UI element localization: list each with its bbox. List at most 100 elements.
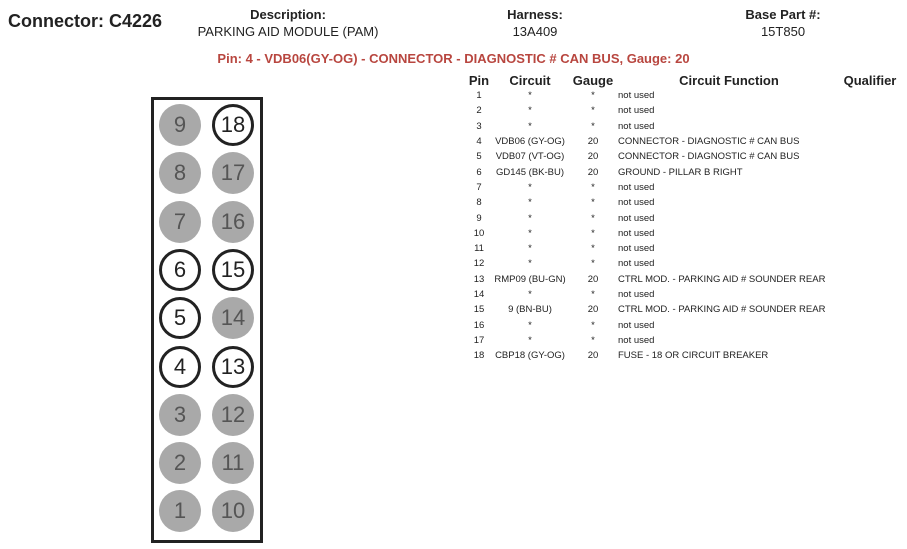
function-cell: FUSE - 18 OR CIRCUIT BREAKER [618, 350, 769, 362]
description-value: PARKING AID MODULE (PAM) [197, 24, 379, 39]
qualifier-cell [840, 149, 900, 164]
table-row: 2 * * not used [466, 103, 900, 118]
gauge-cell: * [591, 105, 595, 117]
function-cell: not used [618, 243, 655, 255]
circuit-cell: * [528, 258, 532, 270]
pin-cell: 14 [473, 289, 485, 300]
table-row: 8**not used [466, 195, 900, 210]
qualifier-cell [840, 164, 900, 179]
table-row: 10**not used [466, 226, 900, 241]
circuit-cell: * [528, 243, 532, 255]
pin-cell: 8 [476, 197, 482, 209]
function-cell: not used [618, 105, 655, 117]
pin-cell: 4 [476, 136, 482, 148]
connector-pin-17[interactable]: 17 [212, 152, 254, 195]
circuit-cell: * [528, 212, 532, 224]
base-part-label: Base Part #: [745, 7, 821, 22]
connector-pin-12[interactable]: 12 [212, 393, 254, 436]
connector-pin-16[interactable]: 16 [212, 200, 254, 243]
connector-pin-15[interactable]: 15 [212, 248, 254, 291]
gauge-cell: 20 [587, 151, 599, 163]
qualifier-cell [840, 272, 900, 287]
header-circuit: Circuit [509, 72, 551, 88]
table-row: 9**not used [466, 210, 900, 225]
connector-pin-2[interactable]: 2 [159, 442, 201, 485]
connector-pin-8[interactable]: 8 [159, 152, 201, 195]
qualifier-cell [840, 134, 900, 149]
pin-cell: 2 [476, 105, 482, 117]
connector-pin-10[interactable]: 10 [212, 490, 254, 533]
qualifier-cell [840, 256, 900, 271]
base-part-block: Base Part #: 15T850 [730, 7, 836, 39]
pin-cell: 5 [476, 151, 482, 163]
function-cell: CTRL MOD. - PARKING AID # SOUNDER REAR [618, 273, 826, 285]
table-row: 4 VDB06 (GY-OG) 20 CONNECTOR - DIAGNOSTIC #… [466, 134, 900, 149]
gauge-cell: 20 [587, 350, 599, 362]
function-cell: not used [618, 319, 655, 331]
connector-pin-18[interactable]: 18 [212, 104, 254, 146]
connector-pin-3[interactable]: 3 [159, 393, 201, 436]
pin-cell: 11 [474, 243, 484, 255]
circuit-cell: VDB06 (GY-OG) [495, 136, 565, 148]
connector-pin-11[interactable]: 11 [212, 442, 254, 485]
selected-pin-text: Pin: 4 - VDB06(GY-OG) - CONNECTOR - DIAG… [217, 51, 690, 66]
function-cell: CONNECTOR - DIAGNOSTIC # CAN BUS [618, 136, 800, 148]
circuit-cell: * [528, 334, 532, 346]
gauge-cell: * [591, 181, 595, 193]
function-cell: not used [618, 212, 655, 224]
function-cell: not used [618, 120, 655, 132]
circuit-cell: * [528, 197, 532, 209]
circuit-cell: * [528, 120, 532, 132]
pin-cell: 13 [473, 273, 485, 285]
table-row: 7**not used [466, 180, 900, 195]
gauge-cell: 20 [587, 166, 599, 178]
connector-pin-7[interactable]: 7 [159, 200, 201, 243]
qualifier-cell [840, 210, 900, 225]
circuit-cell: * [528, 227, 532, 239]
connector-pin-13[interactable]: 13 [212, 345, 254, 388]
function-cell: not used [618, 197, 655, 209]
circuit-cell: * [528, 105, 532, 117]
connector-pin-6[interactable]: 6 [159, 248, 201, 291]
pin-cell: 9 [476, 212, 482, 224]
pin-cell: 6 [476, 166, 482, 178]
table-row: 1**not used [466, 88, 900, 103]
description-label: Description: [250, 7, 326, 22]
table-row: 13 RMP09 (BU-GN) 20 CTRL MOD. - PARKING AID… [466, 272, 900, 287]
connector-pin-9[interactable]: 9 [159, 104, 201, 146]
connector-title: Connector: C4226 [8, 11, 163, 31]
harness-label: Harness: [507, 7, 563, 22]
circuit-cell: VDB07 (VT-OG) [495, 151, 565, 163]
qualifier-cell [840, 195, 900, 210]
connector-pin-5[interactable]: 5 [159, 297, 201, 340]
function-cell: GROUND - PILLAR B RIGHT [618, 166, 743, 178]
pin-cell: 12 [473, 258, 485, 270]
gauge-cell: * [591, 227, 595, 239]
qualifier-cell [840, 119, 900, 134]
function-cell: not used [618, 334, 655, 346]
base-part-value: 15T850 [760, 24, 806, 39]
circuit-cell: * [528, 181, 532, 193]
qualifier-cell [840, 226, 900, 241]
circuit-cell: * [528, 319, 532, 331]
selected-pin-line: Pin: 4 - VDB06(GY-OG) - CONNECTOR - DIAG… [0, 51, 907, 66]
header-pin: Pin [468, 72, 490, 88]
gauge-cell: * [591, 289, 595, 300]
header-gauge: Gauge [572, 72, 614, 88]
gauge-cell: * [591, 90, 595, 102]
connector-pin-14[interactable]: 14 [212, 297, 254, 340]
function-cell: CTRL MOD. - PARKING AID # SOUNDER REAR [618, 304, 826, 316]
gauge-cell: * [591, 243, 595, 255]
connector-pin-4[interactable]: 4 [159, 345, 201, 388]
gauge-cell: 20 [587, 136, 599, 148]
qualifier-cell [840, 317, 900, 332]
function-cell: not used [618, 90, 655, 102]
connector-pin-1[interactable]: 1 [159, 490, 201, 533]
qualifier-cell [840, 333, 900, 348]
pin-cell: 15 [473, 304, 485, 316]
gauge-cell: 20 [587, 273, 599, 285]
circuit-cell: RMP09 (BU-GN) [494, 273, 566, 285]
